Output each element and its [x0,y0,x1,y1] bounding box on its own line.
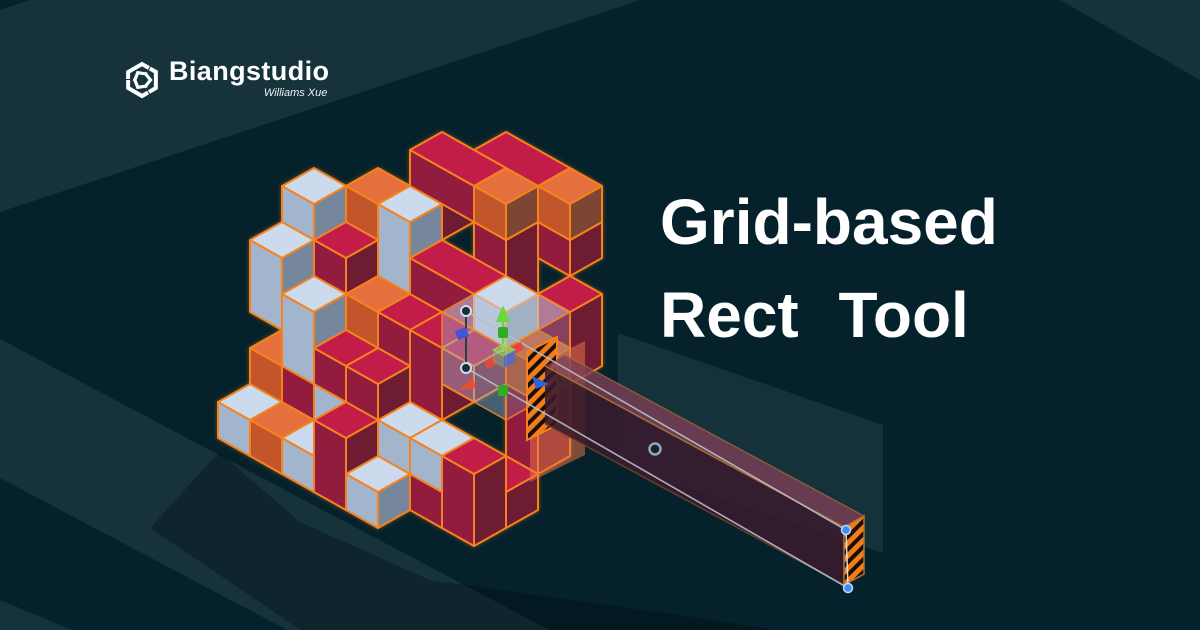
headline-line-1: Grid-based [660,186,998,258]
headline-line-2: Rect Tool [660,279,969,351]
editor-gizmos-and-beam [441,275,865,594]
brand-author: Williams Xue [263,87,328,99]
headline: Grid-based Rect Tool [660,176,998,362]
brand-name: Biangstudio [169,56,330,86]
brand-logo: Biangstudio Williams Xue [122,56,329,102]
hexagon-swirl-icon [126,61,158,99]
